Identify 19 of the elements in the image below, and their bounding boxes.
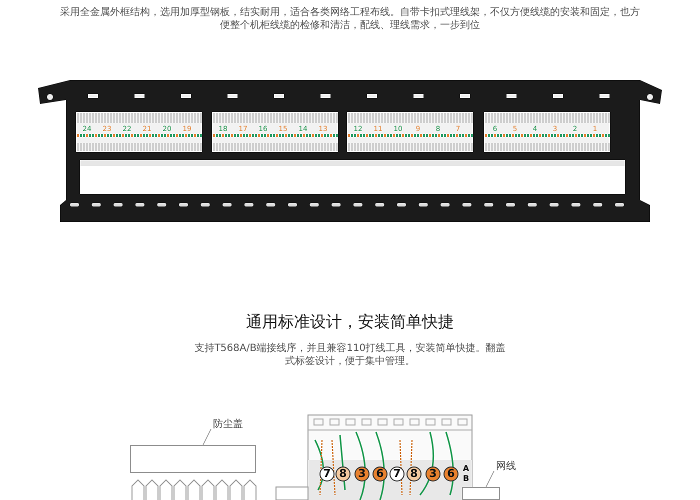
dust-cover [130,445,256,473]
pin-number: 3 [357,467,367,481]
part-label: 防尘盖 [213,418,253,432]
pin-number: 6 [446,467,456,481]
pin-number: 6 [375,467,385,481]
pin-number: 8 [338,467,348,481]
description-text: 支持T568A/B端接线序，并且兼容110打线工具，安装简单快捷。翻盖式标签设计，便于集中管理。 [193,342,507,368]
pin-number: 7 [392,467,402,481]
part-label: 网线 [496,460,526,474]
section-heading: 通用标准设计，安装简单快捷 [245,312,455,333]
leader-line [202,428,212,446]
description-text: 采用全金属外框结构，选用加厚型钢板，结实耐用，适合各类网络工程布线。自带卡扣式理线架，不仅方便线缆的安装和固定，也方便整个机柜线缆的检修和清洁，配线、理线需求，一步到位 [60,6,640,32]
pin-number: 7 [322,467,332,481]
pin-number: 3 [428,467,438,481]
cable-connector [462,487,500,500]
pair-letter: B [462,474,470,483]
pin-number: 8 [409,467,419,481]
pair-letter: A [462,464,470,473]
leader-line [486,470,494,488]
